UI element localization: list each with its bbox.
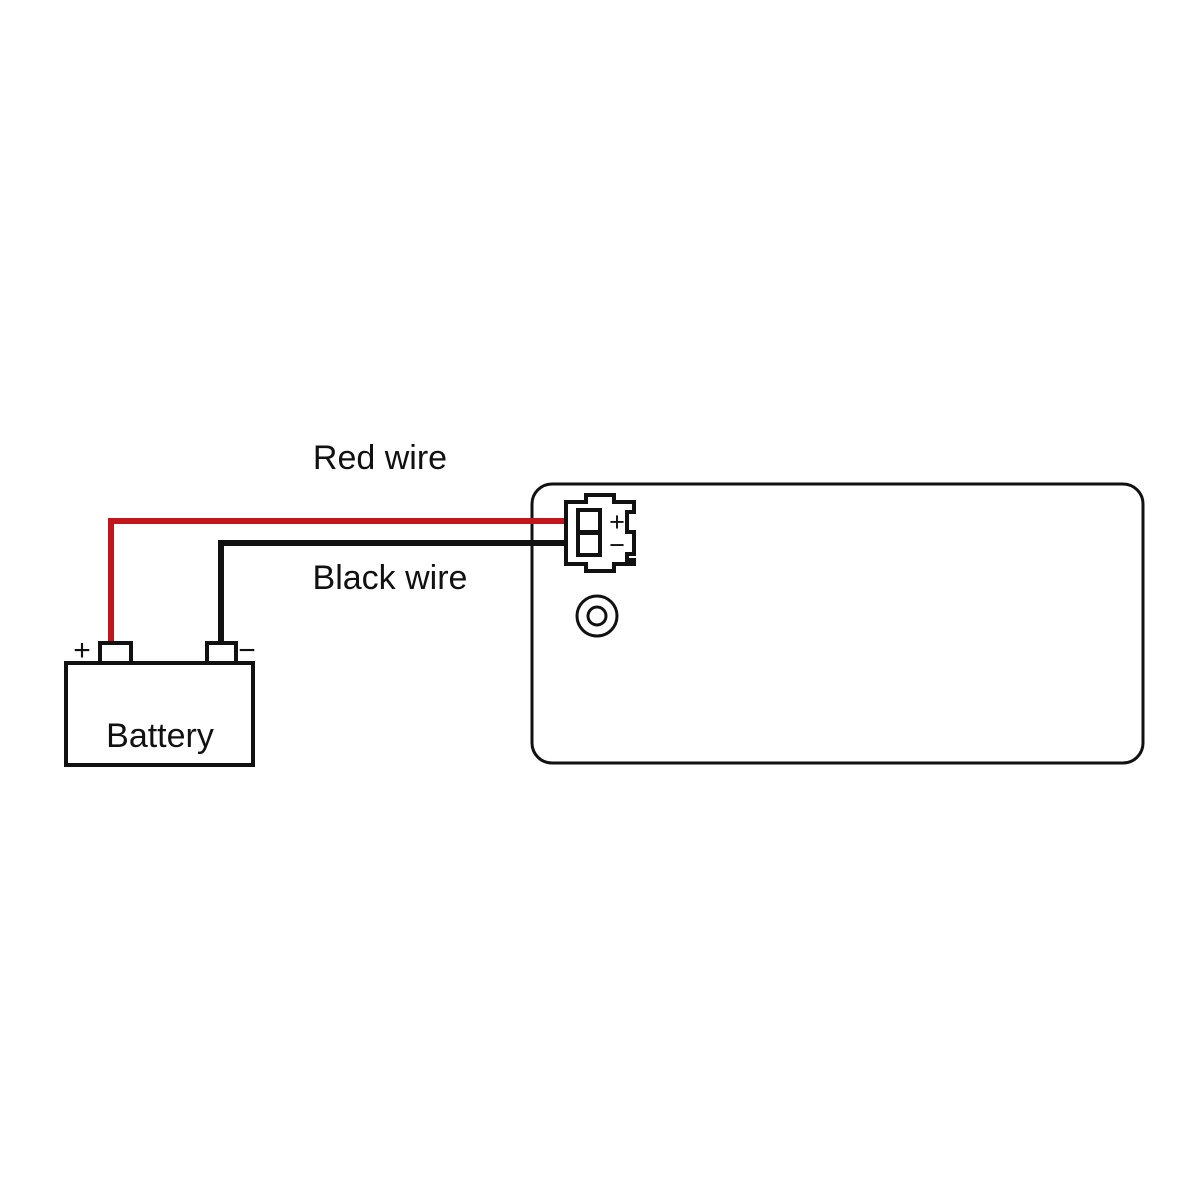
connector-negative-symbol: −: [609, 530, 625, 560]
connector-positive-symbol: +: [609, 507, 625, 537]
red-wire-label: Red wire: [313, 439, 447, 477]
battery-positive-terminal: [98, 641, 133, 664]
battery-positive-symbol: +: [73, 634, 91, 667]
battery-body: [64, 661, 255, 767]
connector-pin-positive: [576, 508, 602, 534]
battery-label: Battery: [106, 717, 214, 755]
black-wire-label: Black wire: [313, 559, 468, 597]
battery-negative-symbol: −: [238, 634, 256, 667]
red-wire: [108, 518, 583, 648]
led-indicator-inner-ring: [586, 605, 608, 627]
device-enclosure: [530, 482, 1145, 765]
black-wire: [218, 540, 583, 648]
connector-pin-negative: [576, 531, 602, 557]
battery-negative-terminal: [205, 641, 238, 664]
